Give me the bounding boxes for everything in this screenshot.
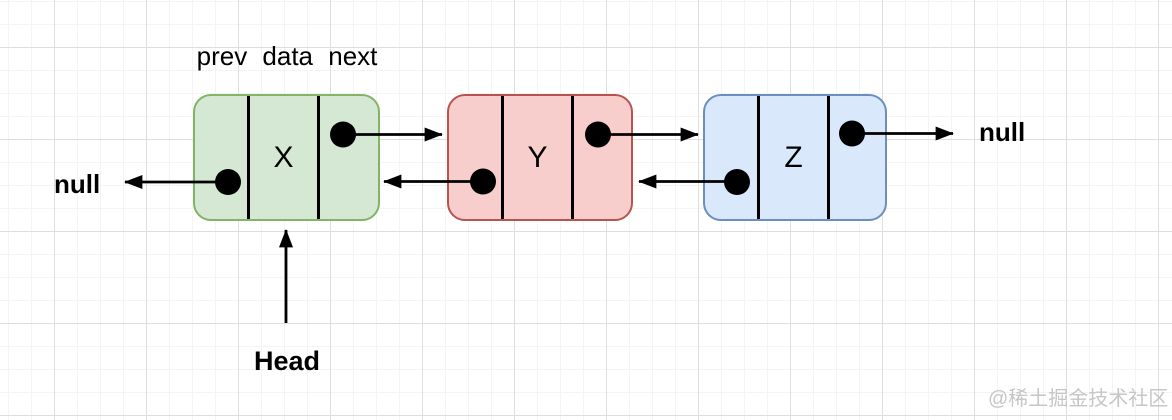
node-y-prev-cell — [449, 96, 501, 219]
node-x: X — [193, 94, 380, 221]
node-z-label: Z — [784, 140, 803, 174]
node-z: Z — [703, 94, 887, 221]
node-z-prev-cell — [705, 96, 757, 219]
node-y-next-cell — [574, 96, 631, 219]
node-y-data-cell: Y — [501, 96, 574, 219]
node-y: Y — [447, 94, 633, 221]
node-y-label: Y — [527, 140, 548, 174]
node-z-data-cell: Z — [757, 96, 830, 219]
watermark: @稀土掘金技术社区 — [988, 388, 1169, 410]
node-x-prev-cell — [195, 96, 247, 219]
node-x-data-cell: X — [247, 96, 320, 219]
node-x-label: X — [273, 140, 294, 174]
node-x-next-cell — [320, 96, 378, 219]
head-label: Head — [253, 346, 321, 376]
null-right-label: null — [979, 117, 1026, 147]
null-left-label: null — [54, 169, 101, 199]
node-z-next-cell — [830, 96, 885, 219]
fields-label: prev data next — [196, 41, 378, 71]
